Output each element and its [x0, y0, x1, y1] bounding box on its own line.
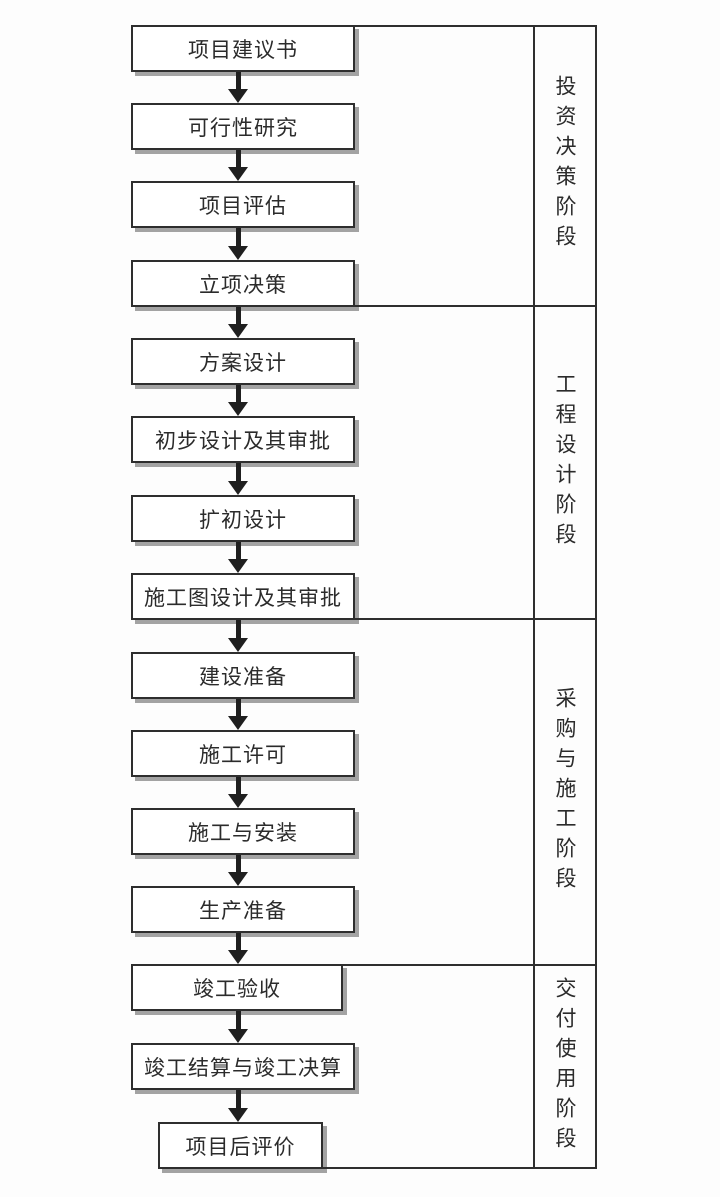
down-arrow-icon: [227, 1090, 249, 1122]
flow-step-label: 初步设计及其审批: [155, 428, 331, 453]
flow-step-box-completion-settlement: 竣工结算与竣工决算: [131, 1043, 355, 1090]
flow-step-box-production-preparation: 生产准备: [131, 886, 355, 933]
down-arrow-icon: [227, 463, 249, 495]
flow-step-box-post-project-evaluation: 项目后评价: [158, 1122, 323, 1169]
arrow-head: [228, 950, 248, 964]
phase-column-left-border: [533, 25, 535, 1169]
flow-step-label: 生产准备: [199, 898, 287, 923]
flow-step-box-scheme-design: 方案设计: [131, 338, 355, 385]
flow-step-label: 施工许可: [199, 742, 287, 767]
arrow-head: [228, 872, 248, 886]
flow-step-box-construction-drawing-design: 施工图设计及其审批: [131, 573, 355, 620]
phase-bottom-rule: [323, 1167, 597, 1169]
arrow-shaft: [235, 228, 241, 246]
arrow-shaft: [235, 542, 241, 559]
phase-label-engineering-design: 工程设计阶段: [533, 307, 597, 618]
flow-step-label: 施工与安装: [188, 820, 298, 845]
flow-step-label: 项目建议书: [188, 37, 298, 62]
down-arrow-icon: [227, 1011, 249, 1043]
arrow-head: [228, 89, 248, 103]
arrow-shaft: [235, 307, 241, 324]
arrow-head: [228, 167, 248, 181]
arrow-shaft: [235, 72, 241, 89]
phase-label-text: 交付使用阶段: [553, 976, 577, 1157]
flow-step-box-construction-installation: 施工与安装: [131, 808, 355, 855]
flow-step-box-preliminary-design: 初步设计及其审批: [131, 416, 355, 463]
arrow-shaft: [235, 620, 241, 638]
arrow-shaft: [235, 1011, 241, 1029]
down-arrow-icon: [227, 699, 249, 730]
down-arrow-icon: [227, 933, 249, 964]
phase-label-text: 采购与施工阶段: [553, 687, 577, 897]
down-arrow-icon: [227, 72, 249, 103]
arrow-shaft: [235, 150, 241, 167]
flow-step-label: 项目评估: [199, 193, 287, 218]
phase-divider-procurement-delivery: [343, 964, 597, 966]
arrow-head: [228, 716, 248, 730]
phase-label-investment-decision: 投资决策阶段: [533, 27, 597, 303]
arrow-head: [228, 1108, 248, 1122]
flow-step-label: 竣工结算与竣工决算: [144, 1055, 342, 1080]
arrow-shaft: [235, 855, 241, 872]
arrow-head: [228, 794, 248, 808]
down-arrow-icon: [227, 228, 249, 260]
down-arrow-icon: [227, 150, 249, 181]
flow-step-label: 可行性研究: [188, 115, 298, 140]
phase-divider-investment-design: [355, 305, 597, 307]
flow-step-box-extended-preliminary-design: 扩初设计: [131, 495, 355, 542]
down-arrow-icon: [227, 855, 249, 886]
flow-step-box-construction-permit: 施工许可: [131, 730, 355, 777]
phase-column-right-border: [595, 25, 597, 1169]
down-arrow-icon: [227, 777, 249, 808]
flow-step-box-approval-decision: 立项决策: [131, 260, 355, 307]
flow-step-label: 扩初设计: [199, 507, 287, 532]
flow-step-label: 项目后评价: [185, 1134, 296, 1159]
arrow-shaft: [235, 385, 241, 402]
arrow-shaft: [235, 777, 241, 794]
flow-step-box-construction-preparation: 建设准备: [131, 652, 355, 699]
flow-step-box-project-evaluation: 项目评估: [131, 181, 355, 228]
phase-label-procurement-construction: 采购与施工阶段: [533, 620, 597, 964]
flow-step-label: 立项决策: [199, 272, 287, 297]
phase-top-rule: [355, 25, 597, 27]
phase-label-text: 工程设计阶段: [553, 372, 577, 553]
arrow-shaft: [235, 699, 241, 716]
arrow-head: [228, 246, 248, 260]
arrow-head: [228, 638, 248, 652]
flow-step-label: 方案设计: [199, 350, 287, 375]
down-arrow-icon: [227, 542, 249, 573]
flow-step-label: 竣工验收: [193, 976, 281, 1001]
arrow-head: [228, 559, 248, 573]
arrow-head: [228, 402, 248, 416]
arrow-head: [228, 481, 248, 495]
flow-step-box-completion-acceptance: 竣工验收: [131, 964, 343, 1011]
flow-step-label: 建设准备: [199, 664, 287, 689]
arrow-shaft: [235, 1090, 241, 1108]
phase-divider-design-procurement: [355, 618, 597, 620]
phase-label-delivery-use: 交付使用阶段: [533, 966, 597, 1167]
down-arrow-icon: [227, 620, 249, 652]
flow-step-box-project-proposal: 项目建议书: [131, 25, 355, 72]
arrow-head: [228, 1029, 248, 1043]
arrow-shaft: [235, 463, 241, 481]
down-arrow-icon: [227, 385, 249, 416]
arrow-shaft: [235, 933, 241, 950]
flow-step-box-feasibility-study: 可行性研究: [131, 103, 355, 150]
phase-label-text: 投资决策阶段: [553, 75, 577, 255]
flow-step-label: 施工图设计及其审批: [144, 585, 342, 610]
down-arrow-icon: [227, 307, 249, 338]
arrow-head: [228, 324, 248, 338]
